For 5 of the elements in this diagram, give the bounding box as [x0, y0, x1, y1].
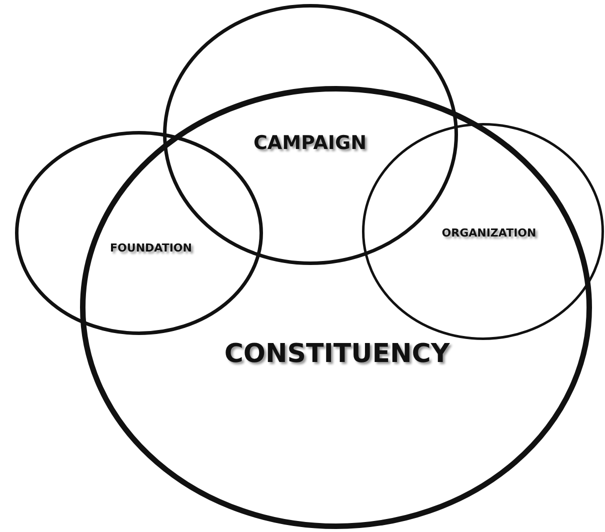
set-circle [80, 86, 592, 529]
set-label: FOUNDATION [110, 242, 192, 254]
set-label: ORGANIZATION [442, 226, 536, 240]
set-label: CAMPAIGN [254, 132, 366, 154]
set-label: CONSTITUENCY [224, 339, 450, 369]
